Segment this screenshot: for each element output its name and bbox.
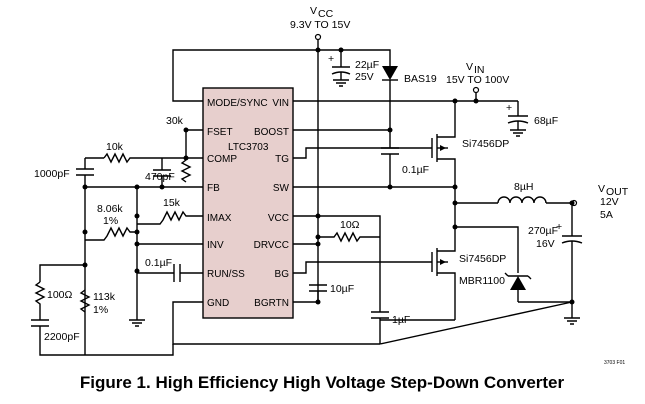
- inductor-8u: 8µH: [455, 181, 572, 204]
- cap-270u-value: 270µF: [528, 225, 558, 237]
- vcc-terminal: [314, 33, 322, 41]
- mosfet-top: Si7456DP: [431, 101, 509, 187]
- vout-amps: 5A: [600, 209, 613, 221]
- resistor-113k-tol: 1%: [93, 304, 108, 316]
- cap-1000p-value: 1000pF: [34, 168, 70, 180]
- vin-terminal: [472, 86, 480, 94]
- cap-470p-value: 470pF: [145, 171, 175, 183]
- vin-name: V: [466, 61, 473, 73]
- vcc-sub: CC: [318, 8, 334, 20]
- resistor-113k-label: 113k: [93, 291, 116, 303]
- vcc-label: V CC 9.3V TO 15V: [290, 5, 350, 31]
- resistor-10k-label: 10k: [106, 141, 124, 153]
- cap-2200p-value: 2200pF: [44, 331, 80, 343]
- cap-boost-value: 0.1µF: [402, 164, 429, 176]
- pin-bgrtn: BGRTN: [254, 298, 289, 309]
- wire-power-gnd: [380, 301, 572, 321]
- cap-run-ss: 0.1µF: [137, 257, 203, 282]
- cap-22u-value: 22µF: [355, 59, 379, 71]
- wire-gnd-pin: [172, 301, 380, 345]
- resistor-100ohm: 100Ω: [34, 281, 73, 320]
- pin-comp: COMP: [207, 154, 237, 165]
- resistor-10k: 10k: [103, 141, 162, 164]
- pin-imax: IMAX: [207, 213, 232, 224]
- diode-bas19-label: BAS19: [404, 73, 437, 85]
- vout-label: V OUT 12V 5A: [598, 183, 629, 221]
- cap-22u-voltage: 25V: [355, 71, 374, 83]
- cap-boost: 0.1µF: [381, 147, 429, 187]
- ic-left-pins: MODE/SYNC FSET COMP FB IMAX INV RUN/SS G…: [207, 98, 268, 309]
- wire-bg: [293, 261, 432, 274]
- vcc-range: 9.3V TO 15V: [290, 19, 350, 31]
- wire-schottky: [455, 226, 519, 302]
- resistor-15k-label: 15k: [163, 197, 181, 209]
- ic-body: [202, 87, 294, 319]
- cap-1u-value: 1µF: [392, 314, 410, 326]
- vout-name: V: [598, 183, 605, 195]
- resistor-10ohm-label: 10Ω: [340, 219, 360, 231]
- mosfet-top-label: Si7456DP: [462, 138, 509, 150]
- resistor-806k-label: 8.06k: [97, 203, 123, 215]
- pin-run-ss: RUN/SS: [207, 269, 245, 280]
- cap-1000p: 1000pF: [34, 158, 94, 187]
- pin-gnd: GND: [207, 298, 229, 309]
- vin-label: V IN 15V TO 100V: [446, 61, 509, 86]
- pin-fset: FSET: [207, 127, 233, 138]
- pin-vin: VIN: [272, 98, 289, 109]
- inductor-8u-label: 8µH: [514, 181, 533, 193]
- ic-right-pins: VIN BOOST TG SW VCC DRVCC BG BGRTN: [254, 98, 290, 309]
- resistor-100ohm-label: 100Ω: [47, 289, 73, 301]
- cap-22u-plus: +: [328, 53, 334, 65]
- cap-22u: + 22µF 25V: [328, 50, 379, 87]
- cap-1u: 1µF: [371, 311, 410, 344]
- vcc-name: V: [310, 5, 317, 17]
- cap-run-ss-value: 0.1µF: [145, 257, 172, 269]
- vin-sub: IN: [474, 64, 485, 76]
- pin-mode-sync: MODE/SYNC: [207, 98, 268, 109]
- cap-270u: + 270µF 16V: [528, 203, 583, 325]
- pin-sw: SW: [273, 183, 290, 194]
- diode-mbr1100-label: MBR1100: [459, 275, 505, 287]
- pin-boost: BOOST: [254, 127, 289, 138]
- vin-range: 15V TO 100V: [446, 74, 509, 86]
- cap-2200p: 2200pF: [31, 319, 85, 356]
- mosfet-bottom-label: Si7456DP: [459, 253, 506, 265]
- pin-vcc: VCC: [268, 213, 289, 224]
- resistor-806k: 8.06k 1%: [85, 203, 203, 245]
- cap-68u: + 68µF: [506, 101, 558, 137]
- pin-fb: FB: [207, 183, 220, 194]
- vout-sub: OUT: [606, 186, 629, 198]
- cap-10u-value: 10µF: [330, 283, 354, 295]
- wire-tg: [293, 147, 432, 159]
- figure-caption: Figure 1. High Efficiency High Voltage S…: [80, 373, 565, 392]
- vout-volts: 12V: [600, 196, 619, 208]
- figure-id: 3703 F01: [604, 360, 625, 366]
- wire-vcc-1u: [318, 215, 381, 312]
- wire-rc-branch: [39, 264, 85, 282]
- diode-mbr1100: MBR1100: [459, 272, 532, 290]
- cap-470p: 470pF: [145, 158, 175, 187]
- cap-270u-plus: +: [556, 221, 562, 233]
- cap-68u-plus: +: [506, 102, 512, 114]
- resistor-806k-tol: 1%: [103, 215, 118, 227]
- resistor-15k: 15k: [137, 197, 203, 225]
- cap-68u-value: 68µF: [534, 115, 558, 127]
- resistor-30k-label: 30k: [166, 115, 184, 127]
- cap-10u: 10µF: [309, 283, 354, 302]
- pin-drvcc: DRVCC: [254, 240, 289, 251]
- mosfet-bottom: Si7456DP: [431, 227, 506, 320]
- pin-tg: TG: [275, 154, 289, 165]
- pin-inv: INV: [207, 240, 224, 251]
- cap-270u-voltage: 16V: [536, 238, 555, 250]
- wire-mode-sync: [172, 49, 318, 102]
- resistor-10ohm: 10Ω: [318, 219, 380, 243]
- wire-vin-bus: [293, 93, 518, 102]
- resistor-113k: 113k 1%: [79, 289, 116, 316]
- ic-part-label: LTC3703: [228, 142, 269, 153]
- diode-bas19: BAS19: [382, 66, 437, 148]
- pin-bg: BG: [275, 269, 290, 280]
